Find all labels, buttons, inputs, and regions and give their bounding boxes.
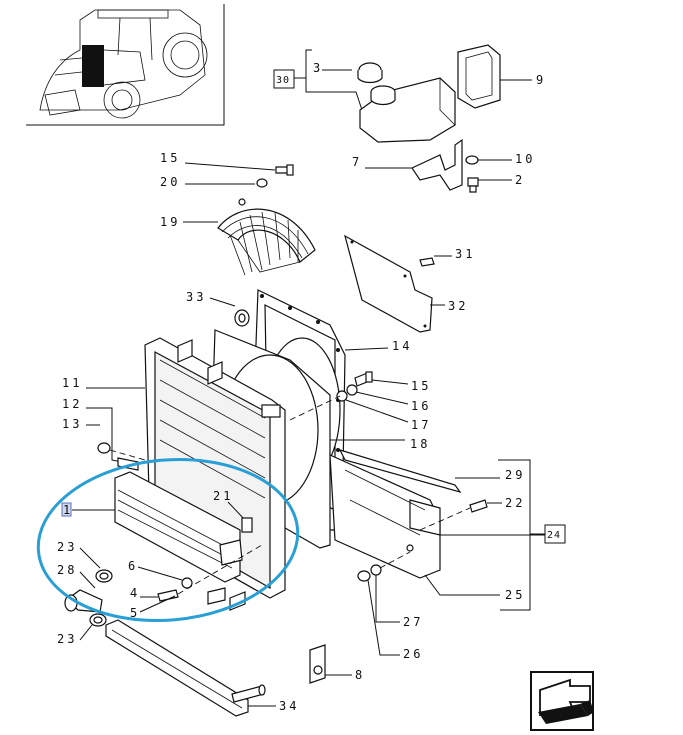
arrow-back-icon[interactable] bbox=[530, 671, 594, 731]
callout-9: 9 bbox=[536, 73, 546, 87]
lower-rail bbox=[207, 587, 326, 684]
callout-32: 32 bbox=[448, 299, 468, 313]
fan-guard bbox=[217, 198, 316, 276]
callout-31: 31 bbox=[455, 247, 475, 261]
callout-27: 27 bbox=[403, 615, 423, 629]
callout-33: 33 bbox=[186, 290, 206, 304]
callout-28: 28 bbox=[57, 563, 77, 577]
callout-8: 8 bbox=[355, 668, 365, 682]
callout-25: 25 bbox=[505, 588, 525, 602]
callout-24: 24 bbox=[547, 530, 561, 541]
callout-16: 16 bbox=[411, 399, 431, 413]
callout-11: 11 bbox=[62, 376, 82, 390]
expansion-tank bbox=[357, 62, 456, 143]
callout-14: 14 bbox=[392, 339, 412, 353]
side-frame bbox=[329, 449, 462, 579]
callout-2: 2 bbox=[515, 173, 525, 187]
callout-18: 18 bbox=[410, 437, 430, 451]
oil-cooler[interactable] bbox=[114, 471, 243, 583]
callout-22: 22 bbox=[505, 496, 525, 510]
lower-bar bbox=[105, 619, 266, 717]
callout-7: 7 bbox=[352, 155, 362, 169]
tank-bracket bbox=[411, 138, 463, 191]
selected-callout-box[interactable] bbox=[61, 502, 72, 517]
callout-23a: 23 bbox=[57, 540, 77, 554]
strap bbox=[457, 44, 501, 109]
callout-15b: 15 bbox=[411, 379, 431, 393]
callout-6: 6 bbox=[128, 559, 138, 573]
tractor-thumbnail-icon bbox=[26, 4, 225, 126]
callout-21: 21 bbox=[213, 489, 233, 503]
callout-34: 34 bbox=[279, 699, 299, 713]
callout-23b: 23 bbox=[57, 632, 77, 646]
callout-1[interactable]: 1 bbox=[63, 503, 73, 517]
callout-17: 17 bbox=[411, 418, 431, 432]
callout-10: 10 bbox=[515, 152, 535, 166]
callout-4: 4 bbox=[130, 586, 140, 600]
callout-26: 26 bbox=[403, 647, 423, 661]
highlight-ellipse bbox=[36, 458, 300, 622]
callout-30: 30 bbox=[276, 75, 290, 86]
callout-5: 5 bbox=[130, 606, 140, 620]
callout-15a: 15 bbox=[160, 151, 180, 165]
callout-29: 29 bbox=[505, 468, 525, 482]
callout-20: 20 bbox=[160, 175, 180, 189]
callout-12: 12 bbox=[62, 397, 82, 411]
side-panel bbox=[344, 234, 433, 333]
callout-13: 13 bbox=[62, 417, 82, 431]
callout-19: 19 bbox=[160, 215, 180, 229]
callout-3: 3 bbox=[313, 61, 323, 75]
